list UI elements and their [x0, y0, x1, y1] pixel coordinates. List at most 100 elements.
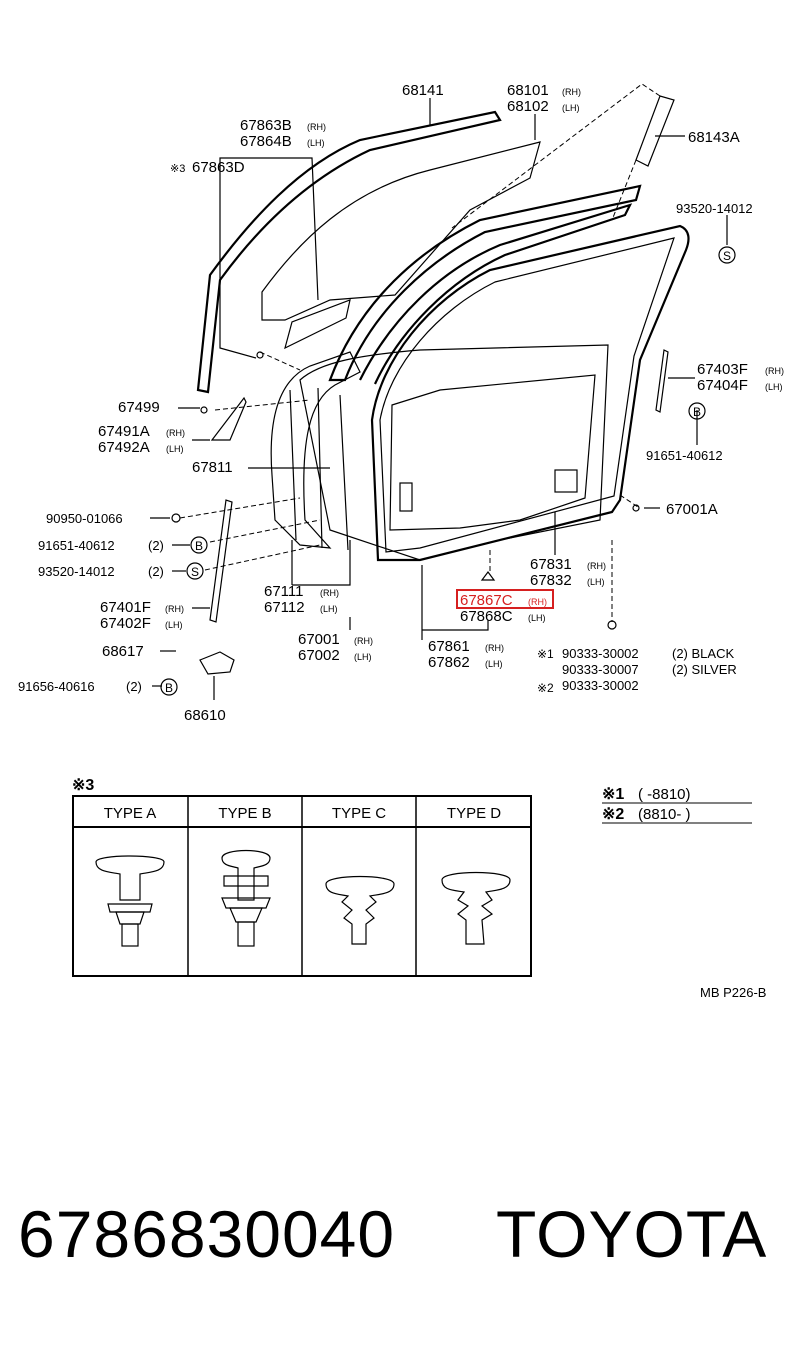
symbol-markers: S B B S B	[160, 246, 736, 696]
door-hinge	[199, 651, 235, 675]
door-inner-panel	[299, 344, 609, 561]
legend-mark-2: ※2	[602, 806, 624, 823]
qty-tag: (2)	[126, 679, 142, 694]
part-label-90950-01066[interactable]: 90950-01066	[46, 511, 123, 526]
part-label-67492a[interactable]: 67492A	[98, 439, 150, 456]
lh-tag: (LH)	[354, 652, 372, 662]
part-label-68617[interactable]: 68617	[102, 643, 144, 660]
part-label-67403f[interactable]: 67403F	[697, 361, 748, 378]
part-label-67867c-highlighted[interactable]: 67867C	[460, 592, 513, 609]
rh-tag: (RH)	[587, 561, 606, 571]
part-label-67112[interactable]: 67112	[264, 599, 305, 616]
part-label-67861[interactable]: 67861	[428, 638, 470, 655]
part-label-67862[interactable]: 67862	[428, 654, 470, 671]
note1-part-b-desc: (2) SILVER	[672, 662, 737, 677]
note1-part-a-desc: (2) BLACK	[672, 646, 734, 661]
clip-type-c-icon	[325, 875, 395, 945]
part-label-67404f[interactable]: 67404F	[697, 377, 748, 394]
part-label-67401f[interactable]: 67401F	[100, 599, 151, 616]
note1-part-a[interactable]: 90333-30002	[562, 646, 639, 661]
part-label-68101[interactable]: 68101	[507, 82, 549, 99]
type-a-header: TYPE A	[104, 805, 157, 822]
note2-part-a[interactable]: 90333-30002	[562, 678, 639, 693]
part-label-68102[interactable]: 68102	[507, 98, 549, 115]
rh-tag: (RH)	[562, 87, 581, 97]
rh-tag: (RH)	[307, 122, 326, 132]
lh-tag: (LH)	[166, 444, 184, 454]
symbol-s-text: S	[723, 249, 731, 263]
part-label-67864b[interactable]: 67864B	[240, 133, 292, 150]
highlight-box	[456, 589, 554, 609]
part-label-67491a[interactable]: 67491A	[98, 423, 150, 440]
part-label-67001[interactable]: 67001	[298, 631, 340, 648]
part-label-67863d[interactable]: 67863D	[192, 159, 245, 176]
part-label-68610[interactable]: 68610	[184, 707, 226, 724]
footer-part-number: 6786830040	[18, 1197, 396, 1271]
part-label-67002[interactable]: 67002	[298, 647, 340, 664]
door-drawing	[171, 83, 690, 675]
part-label-67001a[interactable]: 67001A	[666, 501, 718, 518]
part-label-67402f[interactable]: 67402F	[100, 615, 151, 632]
legend-mark-1: ※1	[602, 786, 624, 803]
part-label-93520-14012[interactable]: 93520-14012	[38, 564, 115, 579]
table-title: ※3	[72, 777, 94, 794]
door-frame-sash	[328, 184, 642, 382]
symbol-s-marker: S	[718, 246, 736, 264]
symbol-b-text: B	[195, 539, 203, 553]
part-label-67868c[interactable]: 67868C	[460, 608, 513, 625]
qty-tag: (2)	[148, 564, 164, 579]
legend-text-1: ( -8810)	[638, 786, 691, 803]
clip-type-d-icon	[441, 871, 511, 945]
note1-part-b[interactable]: 90333-30007	[562, 662, 639, 677]
qty-tag: (2)	[148, 538, 164, 553]
mirror-cover-piece	[210, 396, 247, 441]
lh-tag: (LH)	[165, 620, 183, 630]
symbol-b-text: B	[693, 405, 701, 419]
part-label-91651-40612[interactable]: 91651-40612	[38, 538, 115, 553]
footer-brand: TOYOTA	[496, 1197, 768, 1271]
part-label-67499[interactable]: 67499	[118, 399, 160, 416]
rh-tag: (RH)	[165, 604, 184, 614]
lh-tag: (LH)	[587, 577, 605, 587]
clip-types-table: ※3 TYPE A TYPE B TYPE C TYPE D	[72, 777, 532, 977]
part-label-91656-40616[interactable]: 91656-40616	[18, 679, 95, 694]
clip-type-a-icon	[95, 855, 165, 947]
rh-tag: (RH)	[166, 428, 185, 438]
part-label-68143a[interactable]: 68143A	[688, 129, 740, 146]
lh-tag: (LH)	[485, 659, 503, 669]
type-c-header: TYPE C	[332, 805, 386, 822]
rh-tag: (RH)	[528, 597, 547, 607]
symbol-b-marker-left: B	[190, 536, 208, 554]
door-outer-shell	[270, 351, 361, 549]
rh-tag: (RH)	[320, 588, 339, 598]
symbol-b-text: B	[165, 681, 173, 695]
part-label-67863b[interactable]: 67863B	[240, 117, 292, 134]
part-label-67111[interactable]: 67111	[264, 583, 304, 600]
type-d-header: TYPE D	[447, 805, 501, 822]
symbol-b-marker-right: B	[688, 402, 706, 420]
part-label-67832[interactable]: 67832	[530, 572, 572, 589]
part-labels: 68141 68101 (RH) 68102 (LH) 68143A 67863…	[18, 82, 784, 724]
lh-tag: (LH)	[528, 613, 546, 623]
clip-type-b-icon	[221, 849, 271, 947]
legend-text-2: (8810- )	[638, 806, 691, 823]
symbol-s-text: S	[191, 565, 199, 579]
note2-mark: ※2	[537, 681, 554, 695]
door-weatherstrip	[370, 224, 690, 562]
part-label-67811[interactable]: 67811	[192, 459, 233, 476]
date-legend: ※1 ( -8810) ※2 (8810- )	[602, 786, 752, 824]
lh-tag: (LH)	[765, 382, 783, 392]
leader-lines	[150, 98, 728, 700]
glass-run-channel	[196, 110, 502, 394]
note3-mark: ※3	[170, 163, 185, 175]
rh-tag: (RH)	[765, 366, 784, 376]
part-label-91651-40612[interactable]: 91651-40612	[646, 448, 723, 463]
diagram-ref-code: MB P226-B	[700, 985, 766, 1000]
part-label-68141[interactable]: 68141	[402, 82, 444, 99]
lh-tag: (LH)	[320, 604, 338, 614]
rh-tag: (RH)	[485, 643, 504, 653]
part-label-67831[interactable]: 67831	[530, 556, 572, 573]
rh-tag: (RH)	[354, 636, 373, 646]
lh-tag: (LH)	[562, 103, 580, 113]
part-label-93520-14012[interactable]: 93520-14012	[676, 201, 753, 216]
